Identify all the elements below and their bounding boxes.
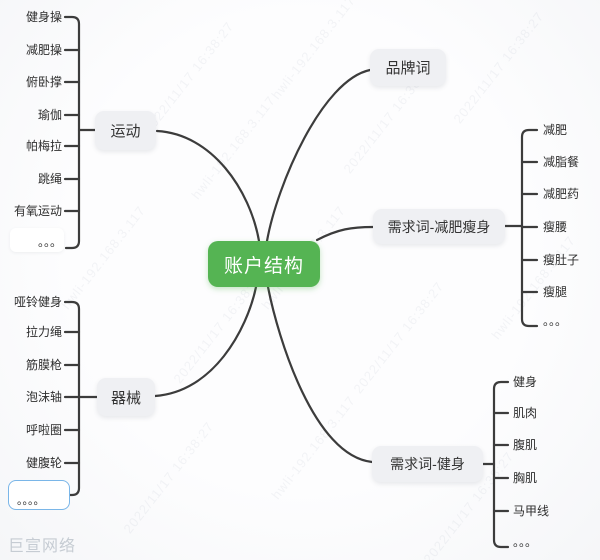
branch-node-sports[interactable]: 运动	[95, 111, 156, 150]
bracket-sports	[63, 15, 81, 250]
child-topic[interactable]: 减肥药	[543, 187, 580, 201]
child-topic[interactable]: 瑜伽	[37, 108, 62, 122]
curve-root-to-brand	[265, 68, 372, 243]
child-topic[interactable]: 跳绳	[37, 172, 62, 186]
child-topic-ellipsis[interactable]: 。。。	[543, 314, 568, 328]
bracket-fitness	[492, 380, 510, 549]
ellipsis-node-box[interactable]	[10, 228, 64, 252]
curve-root-to-weightloss	[315, 225, 375, 242]
root-node-account-structure[interactable]: 账户结构	[208, 241, 320, 287]
child-topic[interactable]: 减肥操	[25, 43, 62, 57]
branch-node-brand-words[interactable]: 品牌词	[370, 49, 446, 86]
child-topic[interactable]: 俯卧撑	[25, 75, 62, 89]
child-topic[interactable]: 肌肉	[513, 406, 538, 420]
branch-node-demand-fitness[interactable]: 需求词-健身	[372, 446, 483, 482]
child-topic-ellipsis[interactable]: 。。。	[37, 235, 62, 249]
child-topic[interactable]: 有氧运动	[13, 204, 62, 218]
child-topic-ellipsis[interactable]: 。。。	[513, 535, 538, 549]
bracket-equipment	[63, 300, 81, 497]
branch-node-equipment[interactable]: 器械	[97, 378, 155, 416]
child-topic[interactable]: 哑铃健身	[13, 295, 62, 309]
child-topic[interactable]: 呼啦圈	[25, 423, 62, 437]
child-topic[interactable]: 马甲线	[513, 504, 550, 518]
child-topic[interactable]: 健身操	[25, 10, 62, 24]
curve-root-to-sports	[155, 129, 261, 243]
child-topic[interactable]: 减肥	[543, 123, 568, 137]
child-topic[interactable]: 瘦腰	[543, 220, 568, 234]
child-topic[interactable]: 筋膜枪	[25, 358, 62, 372]
child-topic[interactable]: 泡沫轴	[25, 390, 62, 404]
ellipsis-label: 。。。。	[17, 495, 45, 507]
child-topic[interactable]: 胸肌	[513, 471, 538, 485]
child-topic[interactable]: 瘦腿	[543, 285, 568, 299]
child-topic-ellipsis-selected[interactable]: 。。。。	[8, 480, 70, 510]
child-topic[interactable]: 腹肌	[513, 438, 538, 452]
curve-root-to-fitness	[266, 285, 374, 464]
brand-watermark: 巨宣网络	[8, 538, 77, 555]
branch-node-demand-weight-loss[interactable]: 需求词-减肥瘦身	[373, 209, 505, 244]
child-topic[interactable]: 健腹轮	[25, 456, 62, 470]
child-topic[interactable]: 拉力绳	[25, 325, 62, 339]
child-topic[interactable]: 帕梅拉	[25, 139, 62, 153]
child-topic[interactable]: 瘦肚子	[543, 253, 580, 267]
child-topic[interactable]: 减脂餐	[543, 155, 580, 169]
child-topic[interactable]: 健身	[513, 375, 538, 389]
curve-root-to-equipment	[153, 285, 258, 398]
